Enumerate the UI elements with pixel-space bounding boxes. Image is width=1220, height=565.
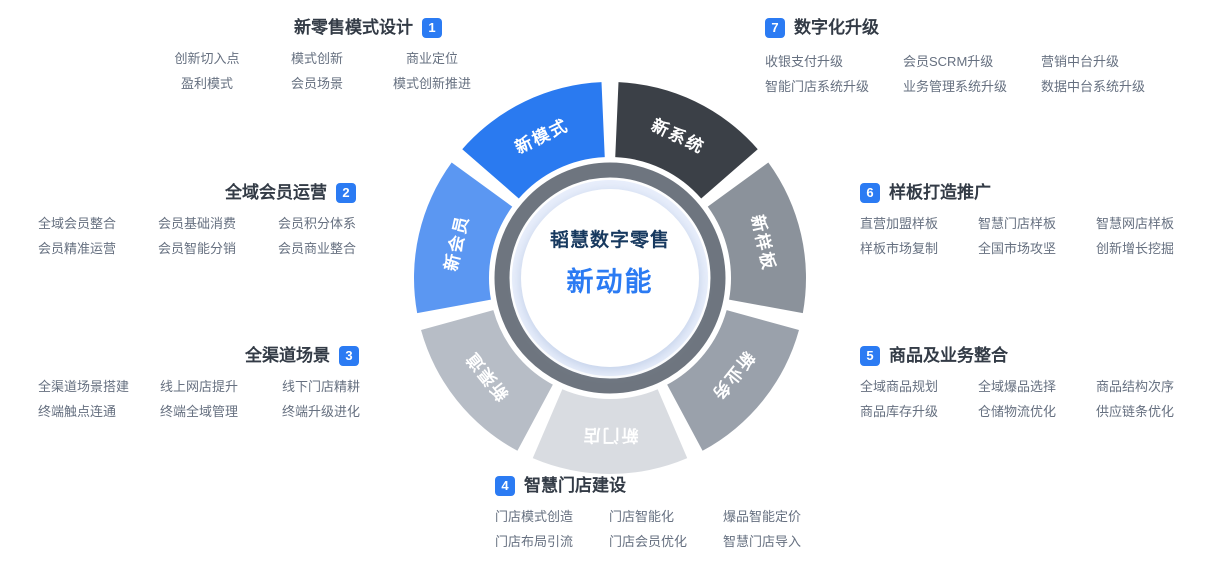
section-item: 商品结构次序: [1096, 379, 1175, 394]
wheel-svg: 新模式新系统新样板新业务新门店新渠道新会员: [414, 82, 806, 474]
section-item: 供应链条优化: [1096, 404, 1175, 419]
section-item: 会员SCRM升级: [903, 54, 994, 69]
section-template-promotion: 6 样板打造推广 直营加盟样板 智慧门店样板 智慧网店样板样板市场复制 全国市场攻坚 创…: [860, 183, 1202, 256]
section-omni-member-operation: 全域会员运营 2 全域会员整合 会员基础消费 会员积分体系会员精准运营 会员智能分销 会…: [38, 183, 386, 256]
section-item: 样板市场复制: [860, 241, 939, 256]
section-item: 终端触点连通: [38, 404, 117, 419]
section-items: 门店模式创造 门店智能化 爆品智能定价门店布局引流 门店会员优化 智慧门店导入: [495, 509, 833, 549]
section-item: 创新增长挖掘: [1096, 241, 1175, 256]
section-omni-channel-scene: 全渠道场景 3 全渠道场景搭建 线上网店提升 线下门店精耕终端触点连通 终端全域管理 终…: [38, 346, 392, 419]
section-item: 全国市场攻坚: [978, 241, 1057, 256]
section-item: 模式创新推进: [392, 76, 471, 91]
center-brand-text: 韬慧数字零售: [549, 230, 670, 251]
section-items: 全渠道场景搭建 线上网店提升 线下门店精耕终端触点连通 终端全域管理 终端升级进化: [38, 379, 392, 419]
section-product-business-integration: 5 商品及业务整合 全域商品规划 全域爆品选择 商品结构次序商品库存升级 仓储物流优化…: [860, 346, 1202, 419]
section-item: 会员场景: [290, 76, 343, 91]
section-item: 会员精准运营: [38, 241, 117, 256]
wheel-segment-new-channel: [421, 310, 553, 451]
section-title: 全渠道场景: [245, 346, 330, 365]
wheel-segments: 新模式新系统新样板新业务新门店新渠道新会员: [414, 82, 806, 474]
section-item: 智慧网店样板: [1096, 216, 1175, 231]
section-item: 会员基础消费: [158, 216, 237, 231]
section-item: 终端升级进化: [282, 404, 361, 419]
section-item: 全域爆品选择: [978, 379, 1057, 394]
center-headline-text: 新动能: [566, 267, 654, 297]
section-item: 线上网店提升: [160, 379, 239, 394]
section-title-row: 7 数字化升级: [765, 18, 1165, 38]
section-number-badge: 4: [495, 476, 515, 496]
section-item: 业务管理系统升级: [903, 79, 1008, 94]
section-item: 全渠道场景搭建: [38, 379, 130, 394]
section-item: 门店模式创造: [495, 509, 574, 524]
section-item: 会员商业整合: [278, 241, 357, 256]
section-title-row: 5 商品及业务整合: [860, 346, 1202, 366]
section-title-row: 4 智慧门店建设: [495, 476, 833, 496]
section-number-badge: 1: [422, 18, 442, 38]
section-title-row: 全渠道场景 3: [245, 346, 392, 366]
section-items: 全域会员整合 会员基础消费 会员积分体系会员精准运营 会员智能分销 会员商业整合: [38, 216, 386, 256]
section-item: 线下门店精耕: [282, 379, 361, 394]
section-item: 门店布局引流: [495, 534, 574, 549]
section-items: 全域商品规划 全域爆品选择 商品结构次序商品库存升级 仓储物流优化 供应链条优化: [860, 379, 1202, 419]
section-new-retail-model-design: 新零售模式设计 1 创新切入点 模式创新 商业定位盈利模式 会员场景 模式创新推进: [152, 18, 492, 91]
section-digital-upgrade: 7 数字化升级 收银支付升级 会员SCRM升级 营销中台升级智能门店系统升级 业务管理…: [765, 18, 1165, 94]
wheel-segment-new-system: [615, 82, 758, 199]
center-label: 韬慧数字零售 新动能: [500, 230, 720, 297]
section-number-badge: 6: [860, 183, 880, 203]
section-title: 新零售模式设计: [294, 18, 413, 37]
section-title-row: 全域会员运营 2: [225, 183, 386, 203]
section-item: 收银支付升级: [765, 54, 844, 69]
section-item: 仓储物流优化: [978, 404, 1057, 419]
wheel-segment-new-business: [667, 310, 799, 451]
section-items: 直营加盟样板 智慧门店样板 智慧网店样板样板市场复制 全国市场攻坚 创新增长挖掘: [860, 216, 1202, 256]
section-item: 会员积分体系: [278, 216, 357, 231]
section-item: 营销中台升级: [1041, 54, 1120, 69]
section-items: 创新切入点 模式创新 商业定位盈利模式 会员场景 模式创新推进: [152, 51, 492, 91]
section-title: 数字化升级: [794, 18, 879, 37]
wheel: 新模式新系统新样板新业务新门店新渠道新会员: [410, 78, 810, 478]
wheel-segment-new-member: [414, 162, 513, 314]
section-title-row: 6 样板打造推广: [860, 183, 1202, 203]
section-title-row: 新零售模式设计 1: [294, 18, 492, 38]
section-item: 门店智能化: [609, 509, 675, 524]
wheel-segment-new-template: [707, 162, 806, 314]
section-number-badge: 7: [765, 18, 785, 38]
section-item: 全域商品规划: [860, 379, 939, 394]
wheel-center-circle: [521, 189, 699, 367]
section-smart-store-construction: 4 智慧门店建设 门店模式创造 门店智能化 爆品智能定价门店布局引流 门店会员优化 智慧…: [495, 476, 833, 549]
section-item: 盈利模式: [180, 76, 233, 91]
section-item: 商业定位: [405, 51, 458, 66]
section-item: 商品库存升级: [860, 404, 939, 419]
section-item: 全域会员整合: [38, 216, 117, 231]
section-number-badge: 3: [339, 346, 359, 366]
section-item: 会员智能分销: [158, 241, 237, 256]
section-title: 样板打造推广: [889, 183, 991, 202]
section-item: 智慧门店导入: [723, 534, 802, 549]
section-item: 智能门店系统升级: [765, 79, 870, 94]
section-number-badge: 5: [860, 346, 880, 366]
wheel-segment-new-store: [532, 389, 688, 474]
wheel-segment-new-model: [462, 82, 605, 199]
section-items: 收银支付升级 会员SCRM升级 营销中台升级智能门店系统升级 业务管理系统升级 数据中台…: [765, 54, 1165, 94]
section-item: 直营加盟样板: [860, 216, 939, 231]
section-title: 商品及业务整合: [889, 346, 1008, 365]
section-title: 全域会员运营: [225, 183, 327, 202]
section-item: 数据中台系统升级: [1041, 79, 1146, 94]
section-item: 创新切入点: [174, 51, 240, 66]
section-title: 智慧门店建设: [524, 476, 626, 495]
wheel-segment-label-new-store: 新门店: [582, 426, 639, 446]
section-number-badge: 2: [336, 183, 356, 203]
section-item: 模式创新: [290, 51, 343, 66]
section-item: 智慧门店样板: [978, 216, 1057, 231]
section-item: 爆品智能定价: [723, 509, 802, 524]
section-item: 门店会员优化: [609, 534, 688, 549]
wheel-inner-ring: [494, 162, 726, 394]
section-item: 终端全域管理: [160, 404, 239, 419]
